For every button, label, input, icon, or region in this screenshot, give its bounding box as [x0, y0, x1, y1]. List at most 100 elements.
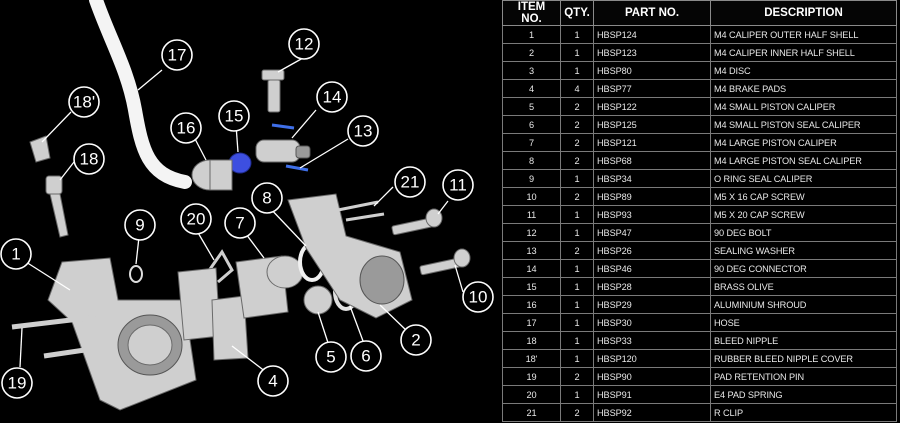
cell-item-no: 15: [502, 277, 561, 296]
svg-text:20: 20: [187, 210, 206, 229]
svg-text:10: 10: [469, 288, 488, 307]
cell-qty: 2: [560, 115, 594, 134]
cell-part-no: HBSP28: [593, 277, 711, 296]
callout-18p: 18': [68, 86, 100, 118]
svg-text:12: 12: [295, 35, 314, 54]
header-qty: QTY.: [560, 0, 594, 26]
cell-part-no: HBSP34: [593, 169, 711, 188]
cell-item-no: 18': [502, 349, 561, 368]
pin-19-b: [43, 343, 113, 359]
svg-text:18': 18': [73, 93, 95, 112]
hose-17: [89, 0, 192, 189]
cell-item-no: 21: [502, 403, 561, 422]
cell-part-no: HBSP47: [593, 223, 711, 242]
cell-description: M4 DISC: [710, 61, 897, 80]
callout-1: 1: [0, 238, 32, 270]
cell-qty: 2: [560, 133, 594, 152]
cell-description: 90 DEG BOLT: [710, 223, 897, 242]
cell-qty: 1: [560, 205, 594, 224]
callout-14: 14: [316, 81, 348, 113]
bleed-nipple-18: [45, 175, 69, 238]
cell-description: M4 LARGE PISTON CALIPER: [710, 133, 897, 152]
cell-qty: 1: [560, 349, 594, 368]
cell-item-no: 2: [502, 43, 561, 62]
svg-text:6: 6: [361, 347, 370, 366]
pin-19-a: [11, 314, 97, 330]
callout-11: 11: [442, 169, 474, 201]
header-item-no: ITEM NO.: [502, 0, 561, 26]
cell-part-no: HBSP121: [593, 133, 711, 152]
cell-description: M4 CALIPER OUTER HALF SHELL: [710, 25, 897, 44]
cell-item-no: 1: [502, 25, 561, 44]
cell-description: BLEED NIPPLE: [710, 331, 897, 350]
svg-text:8: 8: [262, 189, 271, 208]
svg-text:4: 4: [268, 372, 277, 391]
connector-14: [255, 139, 311, 163]
cell-description: PAD RETENTION PIN: [710, 367, 897, 386]
cell-qty: 1: [560, 259, 594, 278]
cell-description: HOSE: [710, 313, 897, 332]
svg-text:21: 21: [401, 173, 420, 192]
svg-text:2: 2: [411, 331, 420, 350]
cell-item-no: 8: [502, 151, 561, 170]
cell-description: M4 SMALL PISTON CALIPER: [710, 97, 897, 116]
cell-qty: 1: [560, 43, 594, 62]
cell-qty: 1: [560, 169, 594, 188]
header-part-no: PART NO.: [593, 0, 711, 26]
cell-description: M5 x 20 CAP SCREW: [710, 205, 897, 224]
cell-qty: 1: [560, 61, 594, 80]
callout-13: 13: [347, 115, 379, 147]
cell-part-no: HBSP89: [593, 187, 711, 206]
cell-item-no: 6: [502, 115, 561, 134]
cell-qty: 2: [560, 97, 594, 116]
cell-qty: 2: [560, 187, 594, 206]
callout-20: 20: [180, 203, 212, 235]
cell-qty: 2: [560, 403, 594, 422]
cell-description: M4 SMALL PISTON SEAL CALIPER: [710, 115, 897, 134]
cell-part-no: HBSP68: [593, 151, 711, 170]
cell-description: M5 x 16 CAP SCREW: [710, 187, 897, 206]
svg-text:17: 17: [168, 46, 187, 65]
cell-part-no: HBSP92: [593, 403, 711, 422]
pad-spring-20: [206, 249, 234, 284]
cell-part-no: HBSP91: [593, 385, 711, 404]
screw-10: [419, 248, 471, 276]
callout-16: 16: [170, 112, 202, 144]
outer-shell-1: [47, 257, 197, 411]
svg-text:9: 9: [135, 216, 144, 235]
cell-part-no: HBSP120: [593, 349, 711, 368]
oring-9: [129, 265, 143, 283]
cell-description: ALUMINIUM SHROUD: [710, 295, 897, 314]
table-header-row: ITEM NO. QTY. PART NO. DESCRIPTION: [502, 0, 897, 26]
svg-text:5: 5: [326, 348, 335, 367]
cell-qty: 1: [560, 295, 594, 314]
callout-12: 12: [288, 28, 320, 60]
cell-item-no: 11: [502, 205, 561, 224]
cell-qty: 1: [560, 385, 594, 404]
cell-part-no: HBSP125: [593, 115, 711, 134]
cell-part-no: HBSP90: [593, 367, 711, 386]
cell-qty: 1: [560, 25, 594, 44]
cell-qty: 2: [560, 241, 594, 260]
cell-qty: 1: [560, 331, 594, 350]
callout-18: 18: [73, 143, 105, 175]
callout-5: 5: [315, 341, 347, 373]
cell-part-no: HBSP30: [593, 313, 711, 332]
callout-7: 7: [224, 207, 256, 239]
washer-13-b: [285, 164, 309, 172]
header-description: DESCRIPTION: [710, 0, 897, 26]
cell-item-no: 20: [502, 385, 561, 404]
